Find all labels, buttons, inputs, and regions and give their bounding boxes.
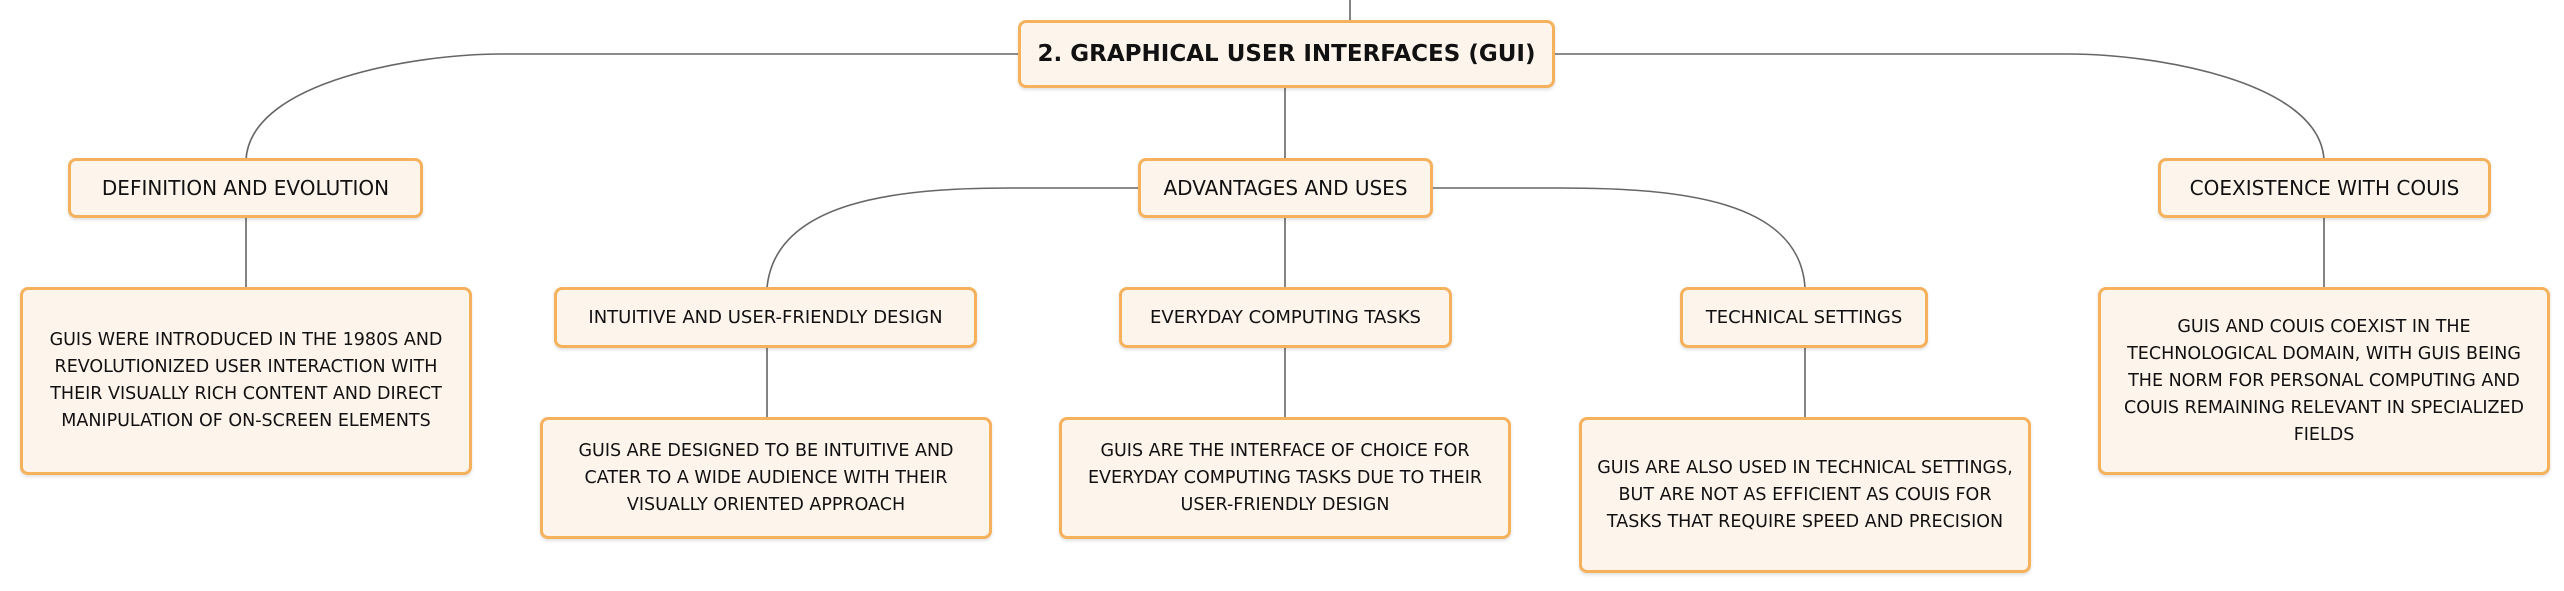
topic-node-technical[interactable]: TECHNICAL SETTINGS [1680, 287, 1928, 348]
detail-node-coexistence[interactable]: GUIS AND COUIS COEXIST IN THE TECHNOLOGI… [2098, 287, 2550, 475]
detail-node-technical-text: GUIS ARE ALSO USED IN TECHNICAL SETTINGS… [1597, 457, 2013, 532]
detail-node-definition[interactable]: GUIS WERE INTRODUCED IN THE 1980S AND RE… [20, 287, 472, 475]
detail-node-everyday[interactable]: GUIS ARE THE INTERFACE OF CHOICE FOR EVE… [1059, 417, 1511, 539]
detail-node-definition-text: GUIS WERE INTRODUCED IN THE 1980S AND RE… [49, 330, 443, 431]
detail-node-coexistence-text: GUIS AND COUIS COEXIST IN THE TECHNOLOGI… [2123, 316, 2525, 445]
connector-root-to-coexistence [1554, 53, 2325, 161]
branch-node-coexistence[interactable]: COEXISTENCE WITH COUIS [2158, 158, 2491, 218]
topic-node-technical-label: TECHNICAL SETTINGS [1705, 307, 1903, 328]
root-node[interactable]: 2. GRAPHICAL USER INTERFACES (GUI) [1018, 20, 1555, 88]
topic-node-everyday[interactable]: EVERYDAY COMPUTING TASKS [1119, 287, 1452, 348]
detail-node-technical[interactable]: GUIS ARE ALSO USED IN TECHNICAL SETTINGS… [1579, 417, 2031, 573]
branch-node-definition-label: DEFINITION AND EVOLUTION [101, 176, 390, 200]
branch-node-coexistence-label: COEXISTENCE WITH COUIS [2189, 176, 2460, 200]
branch-node-advantages-label: ADVANTAGES AND USES [1163, 176, 1408, 200]
branch-node-advantages[interactable]: ADVANTAGES AND USES [1138, 158, 1433, 218]
detail-node-everyday-text: GUIS ARE THE INTERFACE OF CHOICE FOR EVE… [1087, 440, 1483, 515]
branch-node-definition[interactable]: DEFINITION AND EVOLUTION [68, 158, 423, 218]
detail-node-intuitive[interactable]: GUIS ARE DESIGNED TO BE INTUITIVE AND CA… [540, 417, 992, 539]
detail-node-intuitive-text: GUIS ARE DESIGNED TO BE INTUITIVE AND CA… [578, 440, 954, 515]
topic-node-intuitive-label: INTUITIVE AND USER-FRIENDLY DESIGN [588, 307, 943, 328]
root-node-label: 2. GRAPHICAL USER INTERFACES (GUI) [1037, 41, 1536, 67]
connector-root-to-definition [245, 53, 1020, 161]
topic-node-intuitive[interactable]: INTUITIVE AND USER-FRIENDLY DESIGN [554, 287, 977, 348]
connector-advantages-to-intuitive [766, 187, 1138, 289]
topic-node-everyday-label: EVERYDAY COMPUTING TASKS [1150, 307, 1421, 328]
connector-advantages-to-technical [1432, 187, 1806, 289]
